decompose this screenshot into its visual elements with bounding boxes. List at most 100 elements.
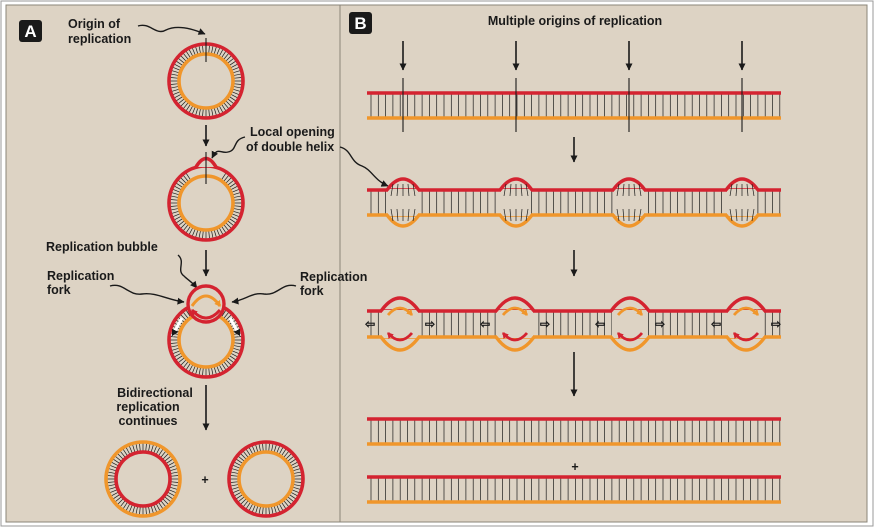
rung (156, 447, 161, 455)
rung (158, 502, 164, 509)
rung (115, 496, 122, 502)
bubble-rung (751, 183, 755, 197)
rung (234, 83, 242, 85)
rung (188, 105, 193, 113)
rung (170, 342, 178, 344)
panel-b-badge (349, 12, 372, 34)
rung (240, 453, 247, 460)
rung (170, 199, 178, 201)
rung (171, 345, 179, 348)
panel-b-plus: + (571, 460, 578, 474)
rung (232, 189, 239, 193)
bubble-bottom-0 (385, 213, 421, 228)
rung (252, 505, 256, 512)
fork-top-3 (725, 296, 767, 313)
linear-dna-daughter-1-rungs (370, 419, 781, 444)
rung (167, 492, 175, 497)
rung (107, 475, 115, 477)
rung (216, 107, 220, 114)
rung (202, 368, 204, 376)
rung (281, 502, 287, 509)
linear-dna-daughter-1 (367, 417, 781, 446)
rung (178, 357, 185, 363)
rung (108, 484, 116, 487)
rung (171, 88, 179, 92)
rung (213, 108, 217, 116)
rung (171, 70, 179, 74)
rung (110, 465, 117, 469)
rung (255, 444, 259, 452)
rung (219, 227, 224, 235)
rung (221, 363, 227, 370)
rung (231, 468, 239, 472)
bubble-top-3 (724, 177, 760, 192)
rung (289, 494, 296, 500)
rung (233, 86, 241, 89)
fork-direction-right-2: ⇨ (655, 317, 665, 331)
rung (192, 229, 196, 236)
rung (245, 502, 251, 509)
rung (223, 361, 229, 368)
rung (232, 91, 239, 95)
rung (283, 500, 289, 507)
plasmid-local-opening (167, 152, 245, 242)
rung (185, 226, 191, 233)
fork-direction-left-3: ⇦ (711, 317, 721, 331)
bubble-rung (735, 208, 738, 222)
linear-dna-opening-rungs (370, 190, 781, 215)
rung (293, 484, 301, 487)
rung (176, 60, 183, 66)
linear-dna-daughter-2 (367, 475, 781, 504)
rung (192, 107, 196, 114)
rung (248, 447, 253, 455)
rung (233, 210, 241, 214)
bubble-rung (616, 208, 620, 222)
rung (230, 185, 238, 190)
bubble-rung (407, 183, 410, 197)
rung (287, 496, 294, 502)
rung (139, 507, 141, 515)
rung (183, 102, 189, 109)
rung (108, 486, 116, 490)
rung (255, 506, 259, 514)
fork-right-label-line1: Replication (300, 270, 367, 284)
rung (258, 506, 261, 514)
local-opening-label-line1: Local opening (250, 125, 335, 139)
fork-top-1 (494, 296, 536, 313)
rung (233, 88, 241, 92)
rung (125, 503, 130, 511)
rung (170, 83, 178, 85)
rung (227, 180, 234, 186)
rung (234, 205, 242, 207)
rung (167, 461, 175, 466)
rung (233, 208, 241, 211)
rung (223, 175, 229, 182)
rung (281, 449, 287, 456)
rung (236, 494, 243, 500)
rung (171, 475, 179, 477)
rung (169, 489, 176, 493)
rung (234, 342, 242, 344)
rung (171, 208, 179, 211)
daughter-plasmid-left-inner-strand (114, 450, 172, 508)
fork-direction-right-0: ⇨ (425, 317, 435, 331)
rung (185, 51, 191, 58)
rung (234, 461, 242, 466)
rung (202, 109, 204, 117)
rung (223, 102, 229, 109)
bubble-rung (735, 183, 738, 197)
rung (158, 449, 164, 456)
bubble-rung (525, 183, 529, 197)
new-strand-top-3 (732, 306, 760, 316)
fork-left-label-line2: fork (47, 283, 71, 297)
fork-left-pointer-arrow (109, 284, 185, 305)
rung (178, 58, 185, 64)
bubble-top-2 (611, 177, 647, 192)
rung (276, 505, 280, 512)
rung (185, 310, 191, 317)
fork-direction-right-1: ⇨ (540, 317, 550, 331)
bubble-rung (520, 183, 523, 197)
rung (229, 96, 236, 102)
rung (233, 195, 241, 198)
rung (120, 500, 126, 507)
